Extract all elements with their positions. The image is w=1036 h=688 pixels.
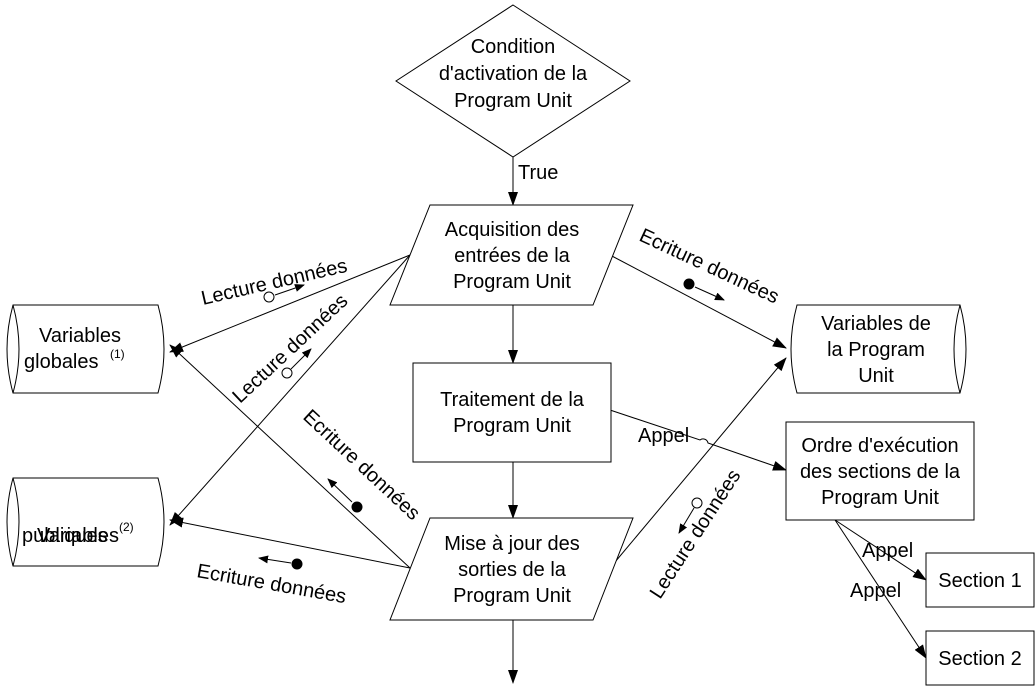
acquisition-label-line1: Acquisition des [445,219,580,241]
appel-section2-label: Appel [850,580,901,602]
appel-section1-label: Appel [862,540,913,562]
mise-a-jour-label-line1: Mise à jour des [444,533,580,555]
mise-a-jour-to-publiques-connector [169,517,411,569]
condition-label-line2: d'activation de la [439,63,588,85]
traitement-process-node [412,362,612,463]
acquisition-label-line3: Program Unit [453,271,571,293]
lecture-variables-pu-marker [678,497,703,534]
variables-pu-line3: Unit [858,365,894,387]
section1-node [925,552,1035,608]
acquisition-label-line2: entrées de la [454,245,571,267]
ecriture-publiques-label: Ecriture données [195,560,348,608]
variables-publiques-line1: Variables [37,525,119,547]
ordre-to-section2-connector [834,519,927,659]
section2-node [925,630,1035,686]
variables-publiques-line2: publiques [22,525,108,547]
acquisition-to-publiques-connector [169,254,411,526]
acquisition-to-globales-connector [169,254,411,353]
condition-label-line1: Condition [471,36,556,58]
appel-ordre-label: Appel [638,425,689,447]
variables-globales-line2: globales [24,351,99,373]
variables-globales-superscript: (1) [110,347,125,361]
mise-a-jour-to-globales-connector [169,344,411,569]
ecriture-publiques-marker [258,555,303,570]
acquisition-to-variables-pu-connector [609,254,787,349]
ecriture-variables-pu-label: Ecriture données [636,225,782,309]
lecture-globales-marker [263,284,305,303]
true-label: True [518,162,558,184]
lecture-publiques-marker [281,348,312,379]
condition-label-line3: Program Unit [454,90,572,112]
ordre-execution-node [785,421,975,521]
mise-a-jour-io-node [389,517,634,621]
variables-publiques-store [6,477,165,567]
ordre-label-line1: Ordre d'exécution [801,435,958,457]
variables-publiques-superscript: (2) [119,520,134,534]
traitement-label-line2: Program Unit [453,415,571,437]
traitement-to-ordre-connector [609,409,787,471]
variables-pu-store [790,304,967,394]
variables-pu-line1: Variables de [821,313,931,335]
condition-decision [395,4,631,158]
lecture-variables-pu-label: Lecture données [646,466,746,603]
section2-label: Section 2 [938,648,1021,670]
variables-pu-line2: la Program [827,339,925,361]
ecriture-globales-marker [327,478,363,513]
mise-a-jour-label-line3: Program Unit [453,585,571,607]
variables-globales-line1: Variables [39,325,121,347]
ordre-to-section1-connector [834,519,927,581]
mise-a-jour-label-line2: sorties de la [458,559,567,581]
ordre-label-line2: des sections de la [800,461,961,483]
variables-globales-store [6,304,165,394]
ordre-label-line3: Program Unit [821,487,939,509]
acquisition-io-node [389,204,634,306]
mise-a-jour-to-variables-pu-connector [609,357,787,569]
section1-label: Section 1 [938,570,1021,592]
ecriture-variables-pu-marker [683,278,725,301]
traitement-label-line1: Traitement de la [440,389,585,411]
